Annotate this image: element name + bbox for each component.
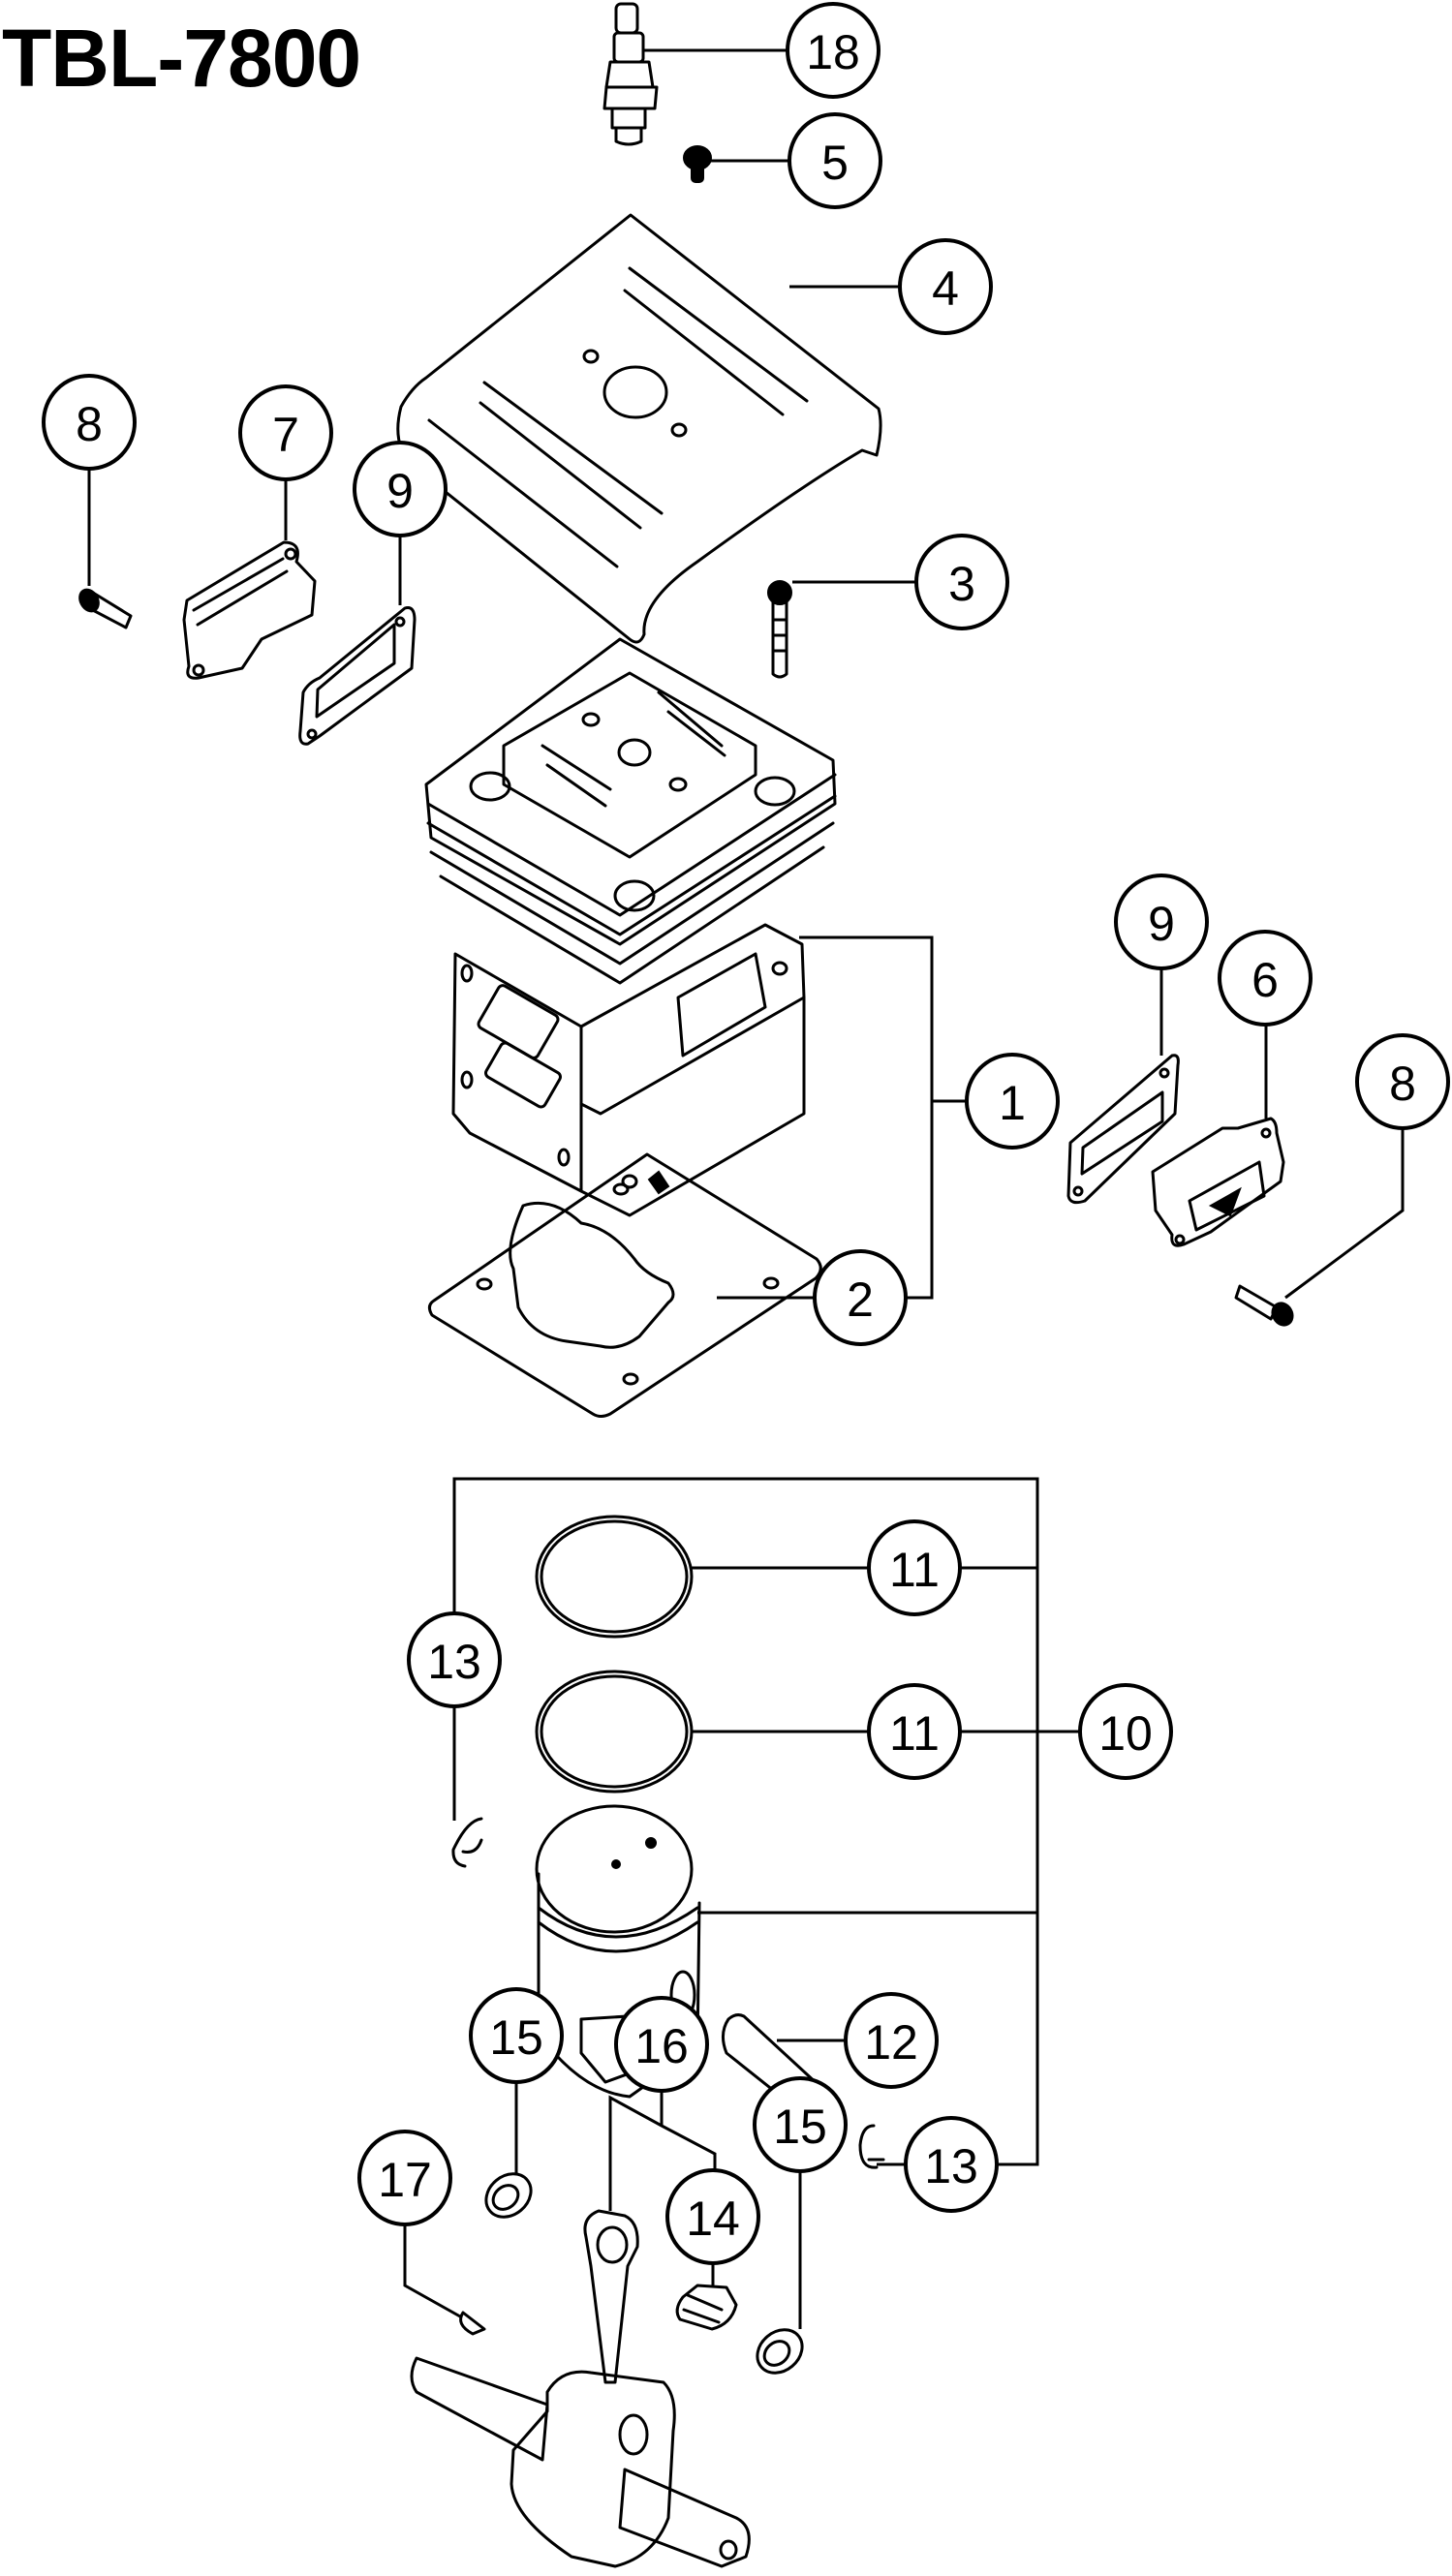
callout-number: 16 xyxy=(634,2019,689,2073)
callout-circle xyxy=(904,2116,999,2213)
callout-number: 2 xyxy=(847,1273,874,1327)
callout-number: 10 xyxy=(1098,1706,1153,1761)
callout-intake-flange-left[interactable]: 7 xyxy=(238,384,333,481)
gasket-left-part[interactable] xyxy=(298,606,417,746)
callout-cylinder-assembly[interactable]: 1 xyxy=(965,1053,1060,1150)
callout-circle xyxy=(1078,1683,1173,1780)
callout-circle xyxy=(786,2,880,99)
callout-number: 3 xyxy=(948,557,975,611)
oil-seal-left-part[interactable] xyxy=(478,2165,540,2226)
circlip-right-part[interactable] xyxy=(858,2124,885,2169)
callout-circle xyxy=(914,534,1009,630)
callout-number: 15 xyxy=(773,2100,827,2154)
piston-ring-lower-part[interactable] xyxy=(535,1670,694,1794)
callout-bolt[interactable]: 3 xyxy=(914,534,1009,630)
callout-circle xyxy=(898,238,993,335)
callout-crankshaft-assembly[interactable]: 16 xyxy=(614,1996,709,2093)
callout-circle xyxy=(238,384,333,481)
callout-needle-bearing[interactable]: 14 xyxy=(665,2168,760,2265)
callout-circle xyxy=(357,2130,452,2226)
callout-group: 18 5 4 8 7 9 3 1 9 6 8 2 13 11 11 10 12 13 15 16 15 17 14 xyxy=(42,2,1450,2265)
callout-number: 6 xyxy=(1251,953,1279,1007)
callout-circle xyxy=(614,1996,709,2093)
cylinder-part[interactable] xyxy=(424,637,837,1217)
callout-number: 9 xyxy=(386,464,414,518)
callout-gasket-right[interactable]: 9 xyxy=(1114,874,1209,970)
callout-number: 13 xyxy=(427,1635,481,1689)
callout-number: 11 xyxy=(889,1706,940,1761)
callout-bolt-left[interactable]: 8 xyxy=(42,374,137,471)
callout-circle xyxy=(42,374,137,471)
callout-spark-plug[interactable]: 18 xyxy=(786,2,880,99)
callout-circle xyxy=(665,2168,760,2265)
callout-circle xyxy=(813,1249,908,1346)
callout-piston-assembly[interactable]: 10 xyxy=(1078,1683,1173,1780)
callout-woodruff-key[interactable]: 17 xyxy=(357,2130,452,2226)
cylinder-cover-part[interactable] xyxy=(396,213,882,644)
bolt-right-part[interactable] xyxy=(1234,1284,1297,1329)
callout-circle xyxy=(965,1053,1060,1150)
woodruff-key-part[interactable] xyxy=(459,2311,486,2336)
callout-circlip-left[interactable]: 13 xyxy=(407,1611,502,1708)
callout-number: 14 xyxy=(686,2192,740,2246)
callout-number: 13 xyxy=(924,2139,978,2193)
callout-oil-seal-right[interactable]: 15 xyxy=(753,2076,848,2173)
callout-number: 18 xyxy=(806,25,860,79)
callout-circle xyxy=(788,112,882,209)
callout-circle xyxy=(1218,930,1313,1027)
callout-circle xyxy=(844,1992,939,2089)
callout-circle xyxy=(1114,874,1209,970)
callout-number: 17 xyxy=(378,2153,432,2207)
callout-circlip-right[interactable]: 13 xyxy=(904,2116,999,2213)
gasket-right-part[interactable] xyxy=(1066,1054,1180,1205)
callout-number: 4 xyxy=(932,261,959,316)
callout-screw[interactable]: 5 xyxy=(788,112,882,209)
callout-circle xyxy=(867,1519,962,1616)
crankshaft-part[interactable] xyxy=(410,2209,751,2568)
intake-flange-left-part[interactable] xyxy=(182,540,317,680)
piston-part[interactable] xyxy=(535,1804,701,2099)
callout-number: 11 xyxy=(889,1543,940,1597)
callout-base-gasket[interactable]: 2 xyxy=(813,1249,908,1346)
callout-number: 5 xyxy=(821,136,849,190)
callout-gasket-left[interactable]: 9 xyxy=(353,441,448,537)
base-gasket-part[interactable] xyxy=(427,1152,822,1418)
callout-piston-ring-upper[interactable]: 11 xyxy=(867,1519,962,1616)
callout-circle xyxy=(407,1611,502,1708)
callout-bolt-right[interactable]: 8 xyxy=(1355,1033,1450,1130)
leader-lines xyxy=(87,48,1405,2329)
needle-bearing-part[interactable] xyxy=(675,2284,738,2331)
spark-plug-part[interactable] xyxy=(602,2,659,146)
callout-piston-pin[interactable]: 12 xyxy=(844,1992,939,2089)
callout-number: 7 xyxy=(272,408,299,462)
callout-circle xyxy=(867,1683,962,1780)
bolt-part[interactable] xyxy=(767,580,792,679)
callout-circle xyxy=(353,441,448,537)
callout-cylinder-cover[interactable]: 4 xyxy=(898,238,993,335)
callout-intake-flange-right[interactable]: 6 xyxy=(1218,930,1313,1027)
callout-number: 8 xyxy=(76,397,103,451)
callout-oil-seal-left[interactable]: 15 xyxy=(469,1987,564,2084)
callout-circle xyxy=(1355,1033,1450,1130)
callout-number: 12 xyxy=(864,2015,918,2070)
screw-part[interactable] xyxy=(683,145,712,183)
oil-seal-right-part[interactable] xyxy=(749,2321,811,2382)
diagram-title: TBL-7800 xyxy=(2,13,361,104)
callout-number: 1 xyxy=(999,1076,1026,1130)
circlip-left-part[interactable] xyxy=(451,1817,483,1868)
intake-flange-right-part[interactable] xyxy=(1151,1117,1285,1247)
callout-circle xyxy=(469,1987,564,2084)
callout-number: 9 xyxy=(1148,897,1175,951)
callout-circle xyxy=(753,2076,848,2173)
callout-number: 15 xyxy=(489,2010,543,2065)
callout-piston-ring-lower[interactable]: 11 xyxy=(867,1683,962,1780)
callout-number: 8 xyxy=(1389,1057,1416,1111)
piston-ring-upper-part[interactable] xyxy=(535,1515,694,1639)
bolt-left-part[interactable] xyxy=(76,586,133,629)
